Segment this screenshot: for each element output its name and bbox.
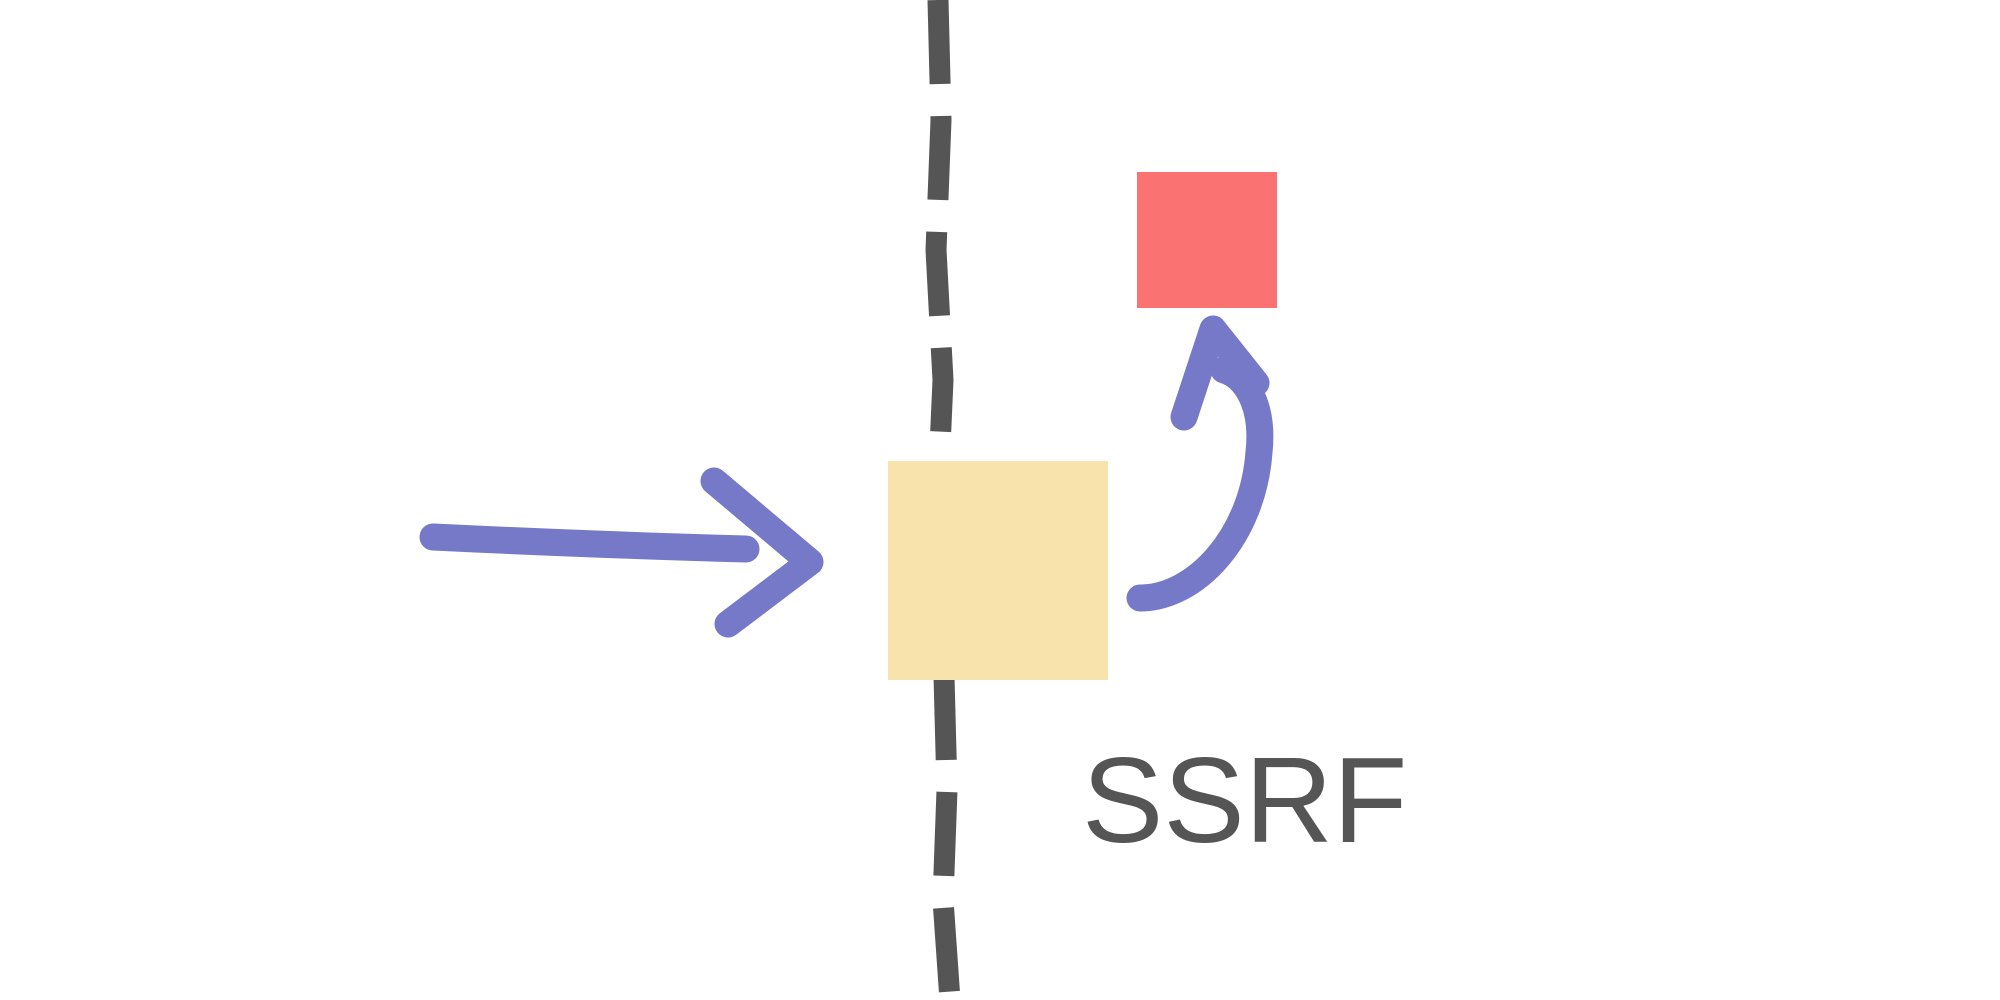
incoming-request-arrow-head (700, 467, 824, 638)
trust-boundary-upper-segment (925, 0, 954, 471)
internal-target-node[interactable] (1137, 172, 1277, 308)
ssrf-label: SSRF (1082, 732, 1407, 868)
request-node[interactable] (888, 461, 1108, 680)
incoming-request-arrow[interactable] (419, 467, 824, 638)
trust-boundary-dashed-line (925, 0, 961, 1000)
trust-boundary-lower-segment (932, 675, 961, 1000)
ssrf-pivot-arrow[interactable] (1126, 315, 1274, 612)
ssrf-pivot-arrow-head (1170, 315, 1270, 431)
incoming-request-arrow-shaft (419, 523, 760, 563)
